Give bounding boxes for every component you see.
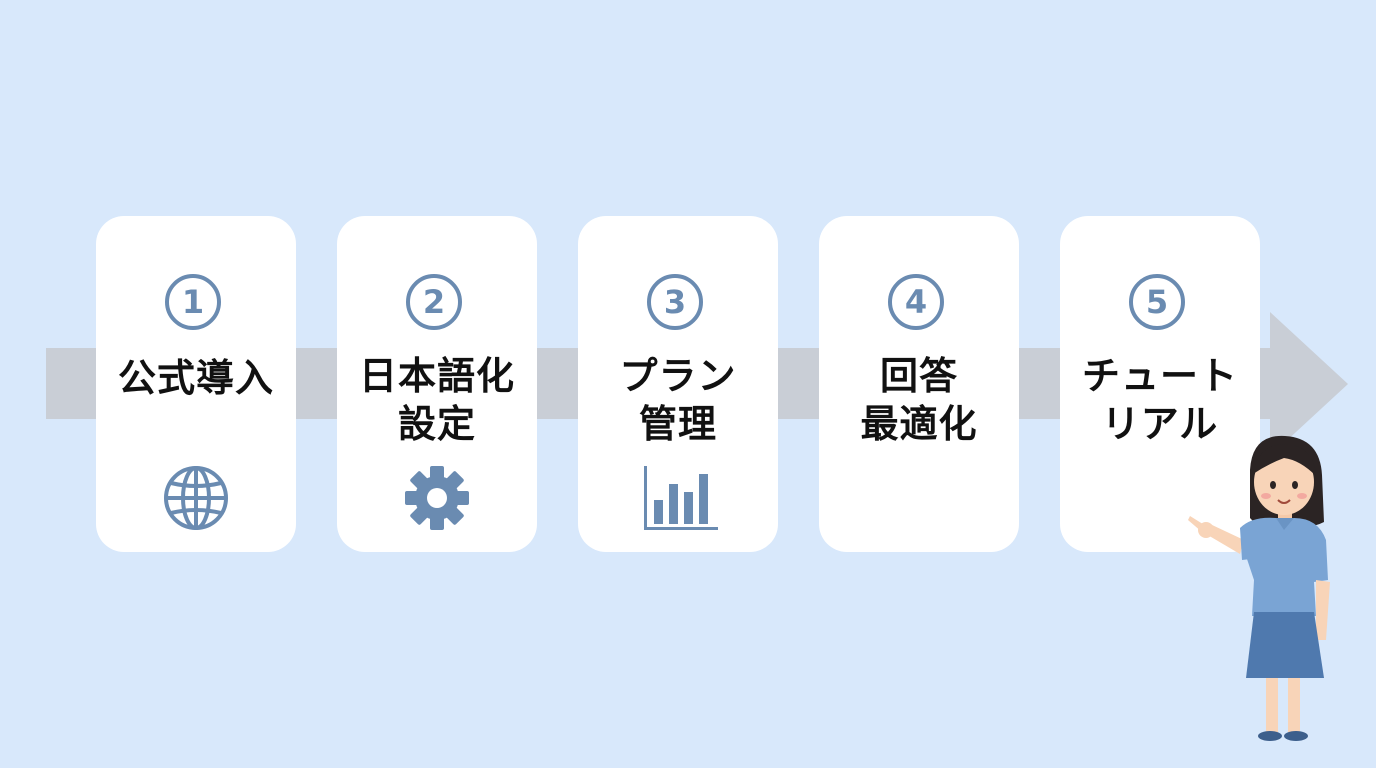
step-number-5: 5: [1129, 274, 1185, 330]
gear-icon: [405, 466, 469, 530]
step-card-5: 5 チュート リアル: [1060, 216, 1260, 552]
step-title-4-line-1: 回答: [879, 354, 958, 398]
step-title-5-line-2: リアル: [1101, 402, 1219, 446]
step-title-3-line-1: プラン: [619, 354, 737, 398]
flow-arrow-head: [1270, 312, 1348, 456]
step-number-2: 2: [406, 274, 462, 330]
step-title-4-line-2: 最適化: [860, 402, 978, 446]
step-card-1: 1 公式導入: [96, 216, 296, 552]
step-title-5: チュート リアル: [1060, 352, 1260, 448]
step-card-4: 4 回答 最適化: [819, 216, 1019, 552]
step-card-3: 3 プラン 管理: [578, 216, 778, 552]
step-title-2-line-1: 日本語化: [358, 354, 515, 398]
step-title-2-line-2: 設定: [397, 402, 476, 446]
step-card-2: 2 日本語化 設定: [337, 216, 537, 552]
step-number-3: 3: [647, 274, 703, 330]
globe-icon: [164, 466, 228, 530]
step-number-1: 1: [165, 274, 221, 330]
step-title-1: 公式導入: [96, 354, 296, 402]
step-title-3-line-2: 管理: [638, 402, 717, 446]
step-title-2: 日本語化 設定: [337, 352, 537, 448]
step-title-1-line-1: 公式導入: [117, 356, 274, 400]
step-title-4: 回答 最適化: [819, 352, 1019, 448]
bar-chart-icon: [644, 466, 718, 530]
step-title-5-line-1: チュート: [1081, 354, 1238, 398]
woman-pointing-illustration: [1188, 435, 1330, 741]
step-title-3: プラン 管理: [578, 352, 778, 448]
step-number-4: 4: [888, 274, 944, 330]
